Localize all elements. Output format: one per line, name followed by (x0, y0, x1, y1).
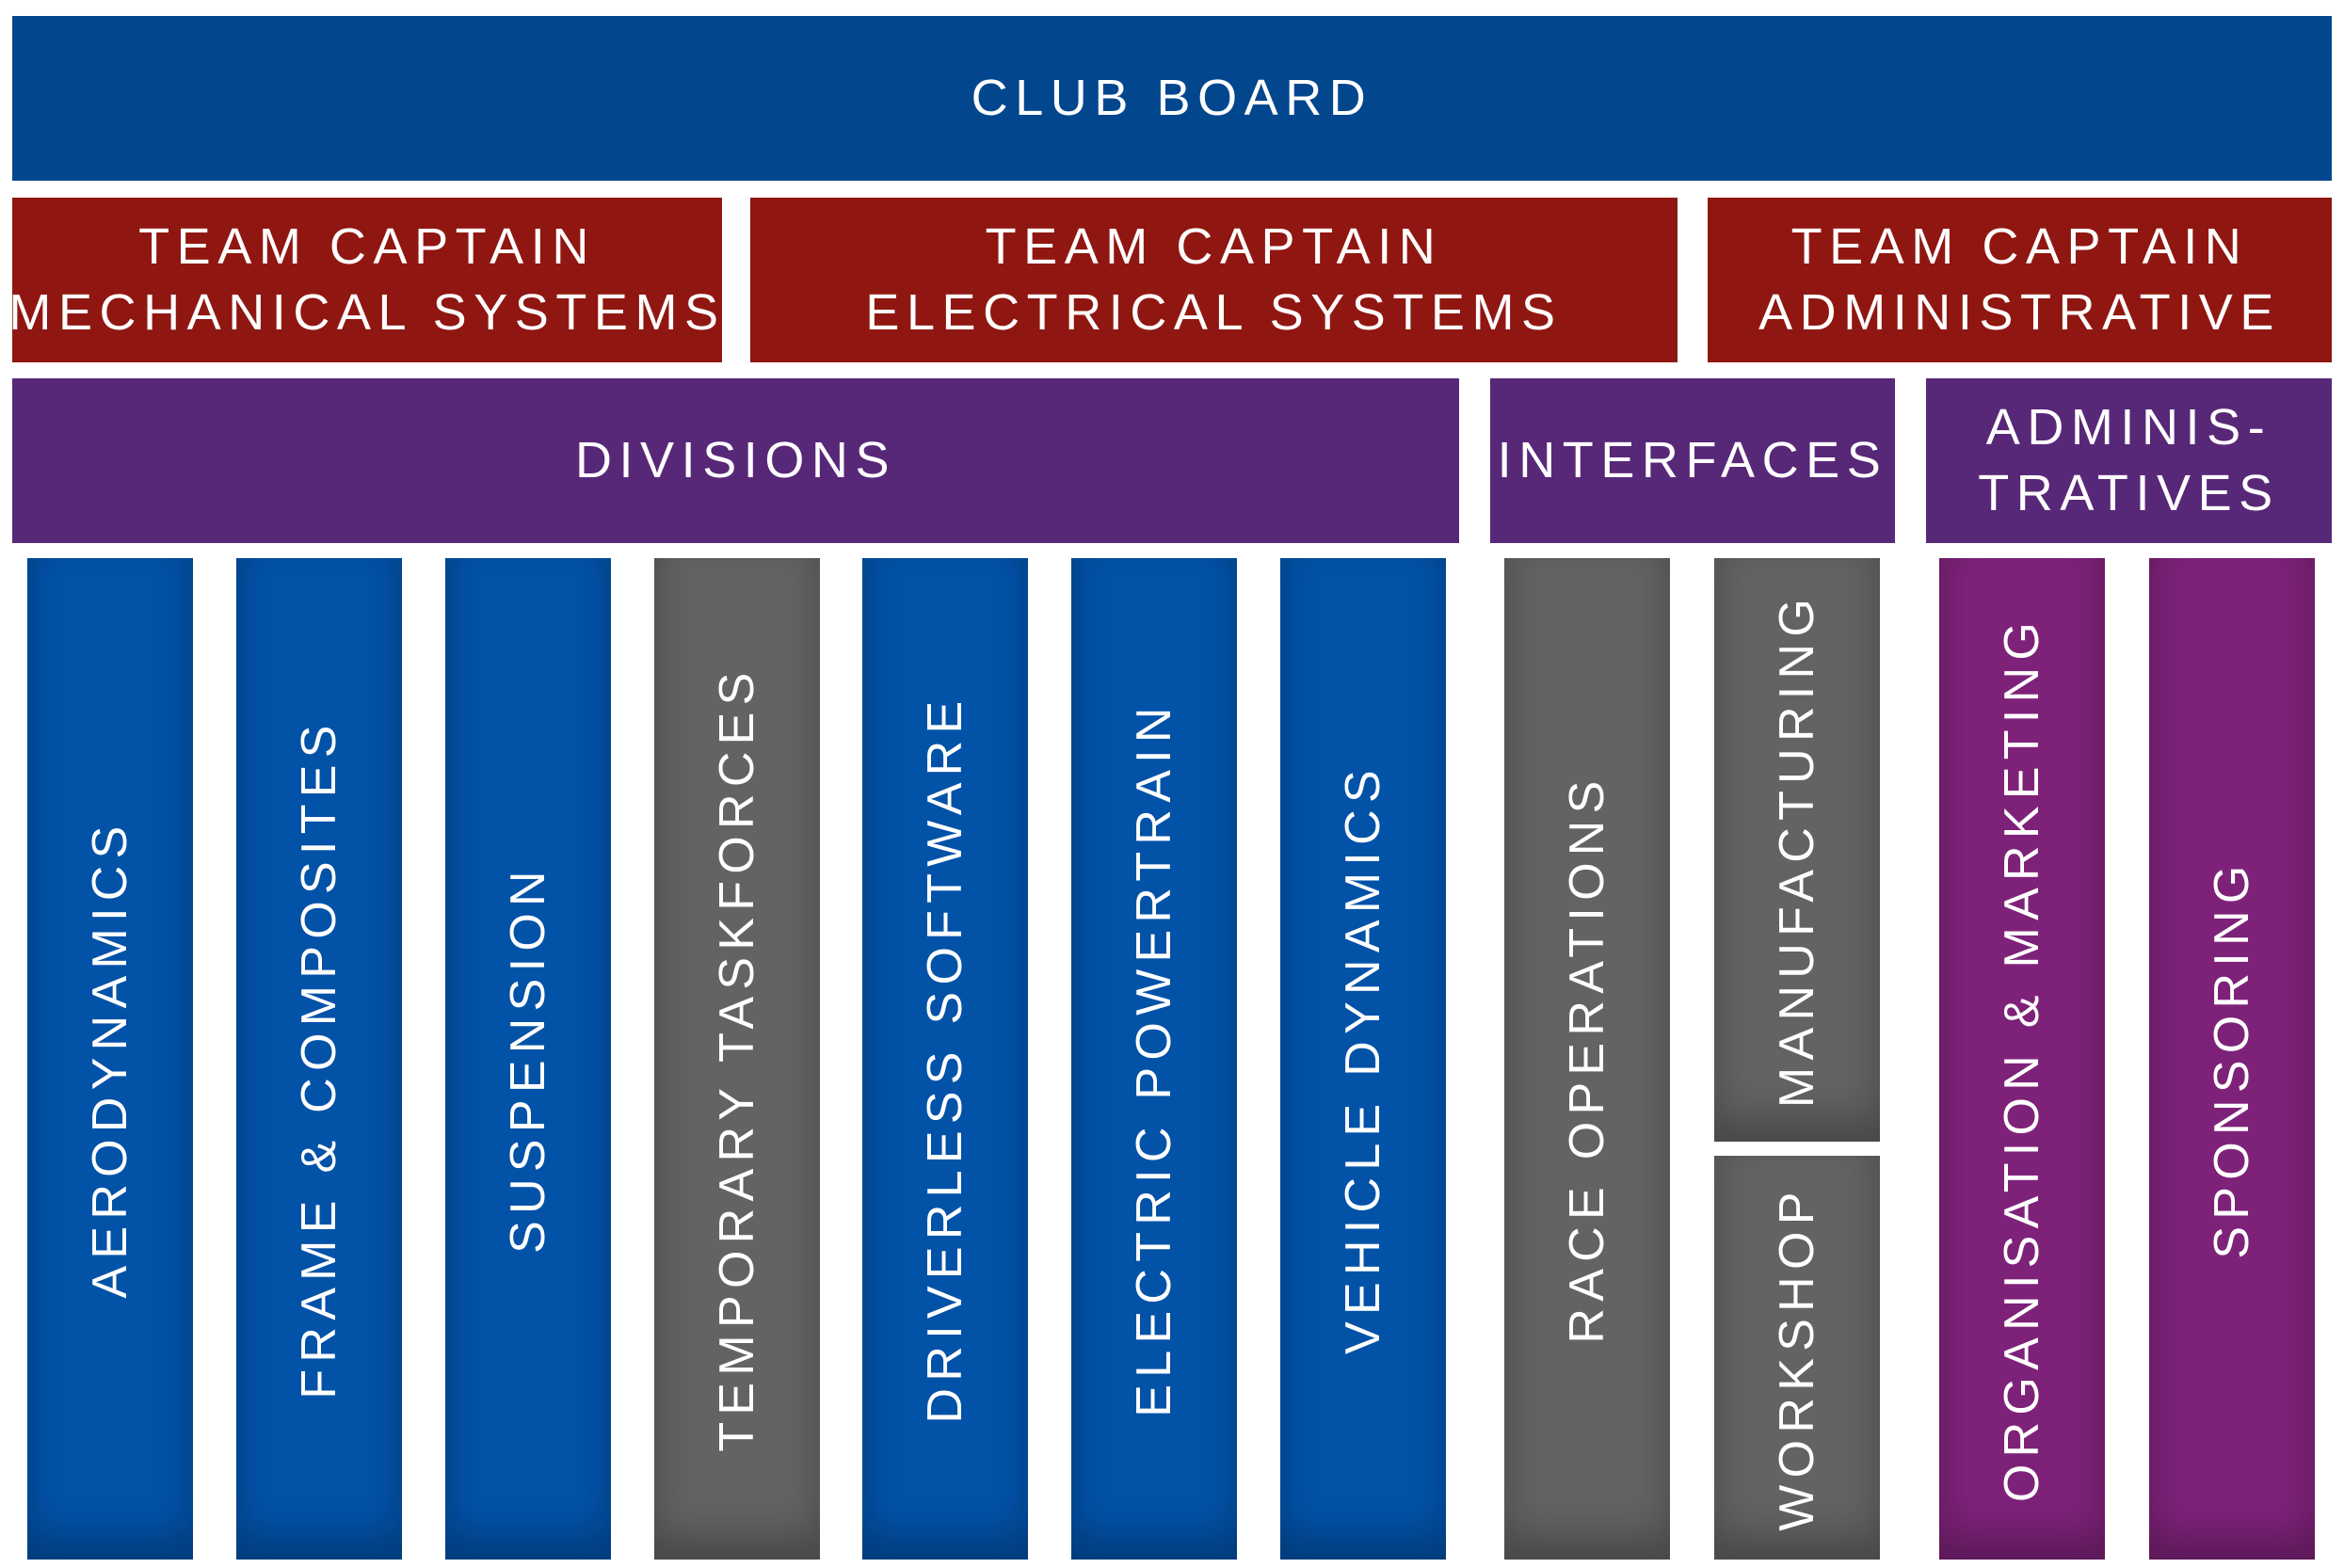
interfaces-label: INTERFACES (1497, 431, 1888, 488)
sponsoring-label: SPONSORING (2205, 858, 2259, 1259)
column-frame-composites: FRAME & COMPOSITES (236, 558, 402, 1560)
column-vehicle-dynamics: VEHICLE DYNAMICS (1280, 558, 1446, 1560)
frame-composites-label: FRAME & COMPOSITES (292, 718, 346, 1400)
administratives-label-line2: TRATIVES (1978, 464, 2280, 521)
divisions-header: DIVISIONS (12, 378, 1459, 543)
column-electric-powertrain: ELECTRIC POWERTRAIN (1071, 558, 1237, 1560)
captain-administrative-line2: ADMINISTRATIVE (1758, 283, 2281, 341)
column-sponsoring: SPONSORING (2149, 558, 2315, 1560)
workshop-label: WORKSHOP (1770, 1184, 1824, 1531)
column-workshop: WORKSHOP (1714, 1156, 1880, 1560)
vehicle-dynamics-label: VEHICLE DYNAMICS (1336, 763, 1390, 1354)
team-captain-administrative: TEAM CAPTAIN ADMINISTRATIVE (1708, 198, 2332, 362)
administratives-label-line1: ADMINIS- (1985, 399, 2272, 456)
aerodynamics-label: AERODYNAMICS (83, 819, 137, 1299)
column-aerodynamics: AERODYNAMICS (27, 558, 193, 1560)
temporary-taskforces-label: TEMPORARY TASKFORCES (710, 665, 764, 1452)
manufacturing-label: MANUFACTURING (1770, 591, 1824, 1109)
club-board: CLUB BOARD (12, 16, 2332, 181)
suspension-label: SUSPENSION (501, 864, 555, 1254)
captain-administrative-line1: TEAM CAPTAIN (1790, 218, 2249, 276)
captain-electrical-line2: ELECTRICAL SYSTEMS (865, 283, 1563, 341)
column-manufacturing: MANUFACTURING (1714, 558, 1880, 1142)
captain-electrical-line1: TEAM CAPTAIN (985, 218, 1443, 276)
team-captain-electrical: TEAM CAPTAIN ELECTRICAL SYSTEMS (750, 198, 1678, 362)
captain-mechanical-line2: MECHANICAL SYSTEMS (8, 283, 726, 341)
club-board-label: CLUB BOARD (971, 69, 1373, 126)
column-driverless-software: DRIVERLESS SOFTWARE (862, 558, 1028, 1560)
column-suspension: SUSPENSION (445, 558, 611, 1560)
column-race-operations: RACE OPERATIONS (1504, 558, 1670, 1560)
column-temporary-taskforces: TEMPORARY TASKFORCES (654, 558, 820, 1560)
team-captain-mechanical: TEAM CAPTAIN MECHANICAL SYSTEMS (8, 198, 722, 362)
race-operations-label: RACE OPERATIONS (1560, 774, 1614, 1344)
divisions-label: DIVISIONS (574, 431, 897, 488)
interfaces-header: INTERFACES (1490, 378, 1895, 543)
captain-mechanical-line1: TEAM CAPTAIN (138, 218, 596, 276)
driverless-software-label: DRIVERLESS SOFTWARE (918, 694, 972, 1424)
organisation-marketing-label: ORGANISATION & MARKETING (1995, 615, 2049, 1503)
electric-powertrain-label: ELECTRIC POWERTRAIN (1127, 700, 1181, 1417)
column-organisation-marketing: ORGANISATION & MARKETING (1939, 558, 2105, 1560)
administratives-header: ADMINIS- TRATIVES (1926, 378, 2332, 543)
